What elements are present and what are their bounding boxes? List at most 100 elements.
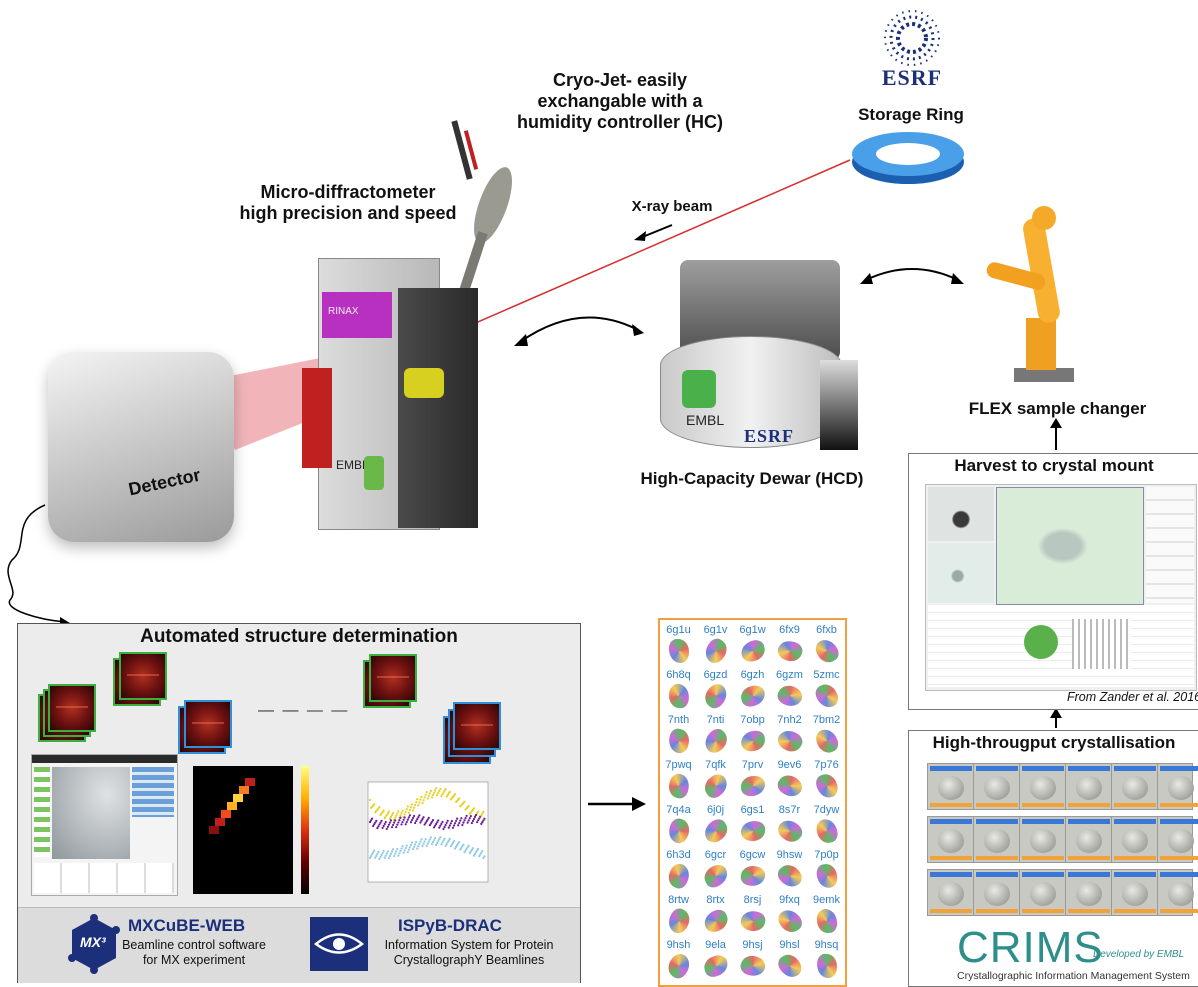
scatter-point bbox=[472, 854, 476, 857]
scatter-point bbox=[417, 845, 420, 848]
cryojet-line-2: exchangable with a bbox=[537, 91, 703, 111]
scatter-point bbox=[406, 851, 409, 854]
sample-puck-icon bbox=[1024, 625, 1058, 659]
scatter-point bbox=[439, 824, 442, 827]
pdb-entry: 7q4a bbox=[660, 804, 697, 850]
scatter-point bbox=[371, 817, 374, 820]
pdb-entry: 9ev6 bbox=[771, 759, 808, 805]
protein-structure-icon bbox=[664, 860, 694, 892]
scatter-point bbox=[468, 817, 471, 820]
storage-ring-shape bbox=[852, 132, 964, 184]
scatter-point bbox=[473, 852, 477, 856]
scatter-point bbox=[463, 800, 466, 803]
scatter-point bbox=[403, 816, 406, 819]
scatter-point bbox=[386, 825, 389, 828]
scatter-point bbox=[371, 853, 374, 856]
scatter-point bbox=[407, 816, 410, 819]
scatter-point bbox=[477, 847, 480, 851]
pdb-id-label: 9ev6 bbox=[777, 759, 802, 771]
mx3-hexagon-icon bbox=[68, 914, 120, 974]
scatter-point bbox=[397, 810, 400, 813]
protein-structure-icon bbox=[700, 770, 732, 802]
heatmap-plot bbox=[193, 766, 327, 896]
crystallisation-drop bbox=[1157, 816, 1198, 863]
scatter-point bbox=[436, 841, 439, 845]
scatter-point bbox=[429, 822, 432, 825]
crystallisation-drop bbox=[1157, 763, 1198, 810]
scatter-point bbox=[404, 810, 407, 813]
scatter-point bbox=[471, 819, 474, 823]
scatter-point bbox=[384, 820, 387, 824]
storage-ring-label: Storage Ring bbox=[858, 105, 964, 124]
pdb-id-label: 6g1v bbox=[703, 624, 728, 636]
scatter-point bbox=[449, 845, 452, 848]
hcd-label: High-Capacity Dewar (HCD) bbox=[640, 469, 864, 488]
scatter-point bbox=[369, 819, 373, 822]
pdb-id-label: 6fxb bbox=[816, 624, 837, 636]
scatter-point bbox=[467, 844, 470, 847]
pdb-id-label: 6gs1 bbox=[740, 804, 765, 816]
protein-structure-icon bbox=[669, 639, 689, 663]
pdb-id-label: 9hsw bbox=[776, 849, 803, 861]
scatter-point bbox=[373, 823, 376, 826]
scatter-point bbox=[460, 846, 463, 849]
scatter-point bbox=[388, 854, 392, 858]
scatter-point bbox=[429, 836, 432, 839]
scatter-point bbox=[413, 806, 416, 809]
scatter-point bbox=[467, 819, 470, 822]
scatter-point bbox=[368, 798, 372, 802]
mxcube-sub-line-2: for MX experiment bbox=[142, 953, 246, 967]
pdb-id-label: 7bm2 bbox=[812, 714, 841, 726]
pdb-entry: 9ela bbox=[697, 939, 734, 985]
pdb-id-label: 7nti bbox=[706, 714, 725, 726]
protein-structure-icon bbox=[701, 952, 731, 980]
scatter-point bbox=[415, 800, 418, 804]
scatter-point bbox=[446, 819, 449, 822]
pdb-id-label: 7pwq bbox=[665, 759, 692, 771]
pdb-id-label: 9hsl bbox=[779, 939, 800, 951]
scatter-point bbox=[375, 819, 378, 822]
protein-structure-icon bbox=[700, 725, 732, 757]
pdb-entry: 6gzm bbox=[771, 669, 808, 715]
scatter-point bbox=[435, 787, 438, 790]
scatter-point bbox=[455, 819, 458, 823]
scatter-point bbox=[396, 823, 399, 826]
scatter-point bbox=[402, 818, 405, 821]
scatter-point bbox=[478, 855, 481, 858]
scatter-point bbox=[444, 823, 447, 827]
pdb-entry: 7p0p bbox=[808, 849, 845, 895]
scatter-point bbox=[413, 814, 416, 818]
scatter-point bbox=[419, 840, 422, 843]
scatter-point bbox=[397, 854, 400, 857]
pdb-id-label: 6g1w bbox=[739, 624, 766, 636]
scatter-point bbox=[403, 813, 406, 816]
ispyb-logo bbox=[310, 917, 368, 971]
scatter-point bbox=[378, 823, 381, 826]
rinax-label: RINAX bbox=[328, 306, 359, 317]
scatter-point bbox=[410, 803, 414, 806]
scatter-point bbox=[406, 805, 409, 808]
protein-structure-icon bbox=[816, 908, 838, 934]
crystallisation-drop bbox=[1019, 816, 1067, 863]
scatter-point bbox=[455, 845, 458, 848]
scatter-point bbox=[382, 849, 385, 852]
scatter-point bbox=[440, 843, 443, 846]
pdb-id-label: 7p0p bbox=[814, 849, 839, 861]
scatter-point bbox=[420, 838, 423, 841]
scatter-point bbox=[442, 791, 445, 794]
scatter-point bbox=[424, 793, 427, 796]
scatter-point bbox=[434, 824, 437, 827]
scatter-point bbox=[471, 847, 474, 850]
scatter-point bbox=[399, 814, 402, 817]
scatter-point bbox=[421, 844, 424, 848]
pdb-entry: 8rtx bbox=[697, 894, 734, 940]
micro-line-1: Micro-diffractometer bbox=[260, 182, 436, 202]
scatter-point bbox=[390, 826, 394, 829]
pdb-entry: 7dyw bbox=[808, 804, 845, 850]
protein-structure-icon bbox=[774, 770, 806, 802]
scatter-point bbox=[442, 827, 445, 831]
protein-structure-icon bbox=[738, 952, 768, 980]
scatter-point bbox=[439, 787, 442, 791]
crystallisation-drop bbox=[1157, 869, 1198, 916]
esrf-label-dewar: ESRF bbox=[744, 426, 795, 446]
